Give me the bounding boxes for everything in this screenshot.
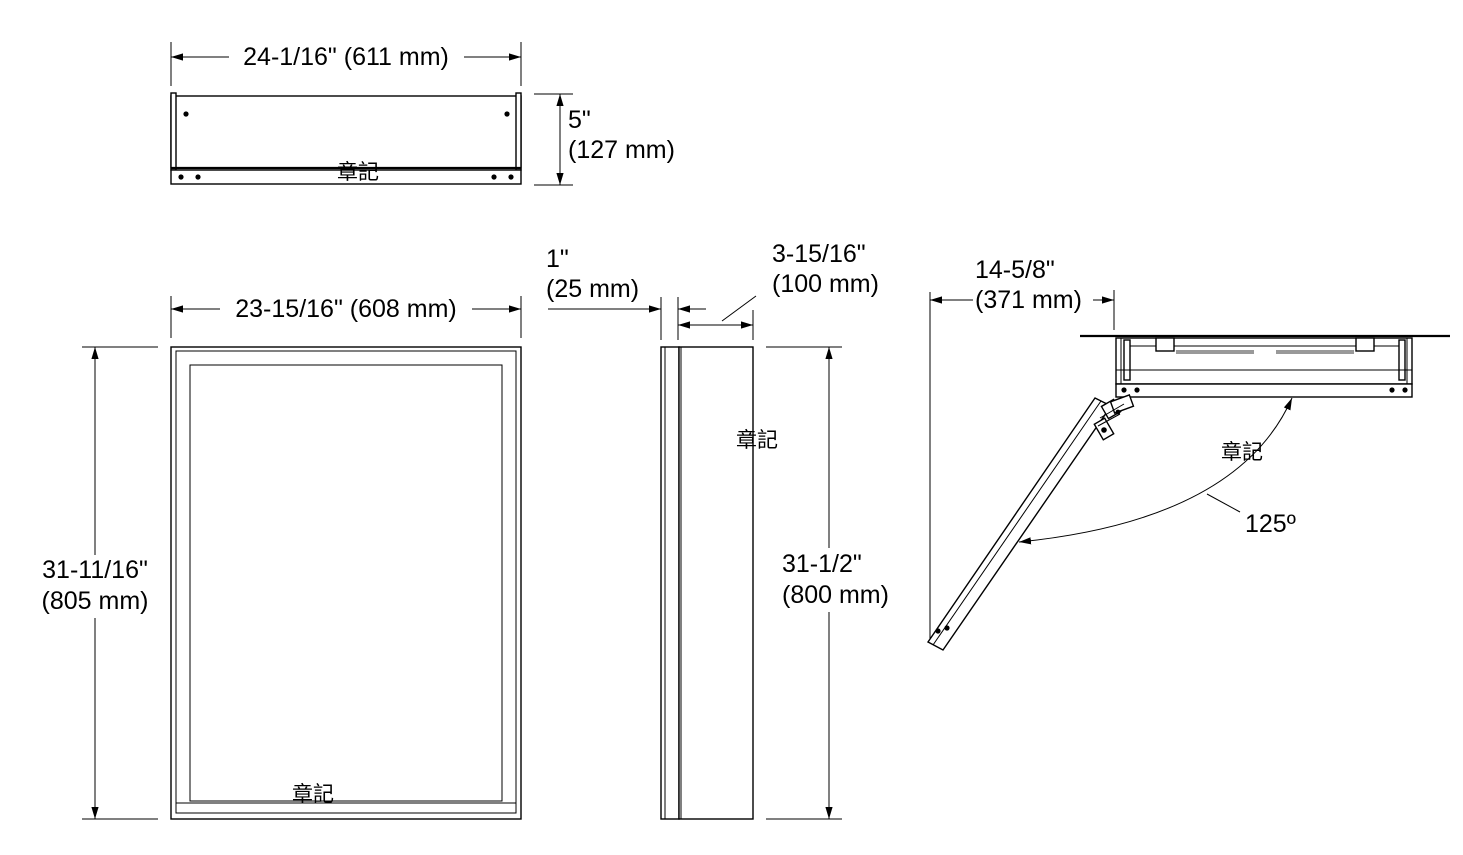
side-body-label-mm: (100 mm) — [772, 270, 879, 298]
screw — [935, 628, 941, 634]
front-height-label-in: 31-11/16" — [42, 556, 148, 584]
front-width-label: 23-15/16" (608 mm) — [235, 295, 456, 323]
front-view: 23-15/16" (608 mm) 章記 31-11/16" (805 mm) — [42, 295, 522, 820]
open-angle-arc — [1018, 397, 1293, 545]
front-height-label-mm: (805 mm) — [42, 587, 149, 615]
side-height-label-mm: (800 mm) — [782, 581, 889, 609]
screw — [504, 111, 510, 117]
side-height-label-in: 31-1/2" — [782, 550, 862, 578]
open-door-inner-edge — [932, 400, 1102, 646]
cabinet-bracket-right — [1398, 339, 1406, 381]
front-outer-frame — [170, 346, 522, 820]
open-swing-label-mm: (371 mm) — [975, 286, 1082, 314]
screw — [195, 174, 201, 180]
top-depth-label-in: 5" — [568, 106, 591, 134]
front-view-mark: 章記 — [292, 782, 334, 806]
screw — [491, 174, 497, 180]
top-width-label: 24-1/16" (611 mm) — [243, 43, 449, 71]
top-view-side-left — [170, 92, 177, 171]
side-view: 1" (25 mm) 3-15/16" (100 mm) 章記 31-1/2" … — [546, 240, 889, 820]
top-view-door — [170, 169, 522, 185]
top-view-side-right — [515, 92, 522, 171]
side-body-label-in: 3-15/16" — [772, 240, 866, 268]
screw — [183, 111, 189, 117]
side-view-mark: 章記 — [736, 428, 778, 452]
mirror-panel — [189, 364, 503, 802]
cabinet-rail-left — [1176, 350, 1254, 354]
open-view: 14-5/8" (371 mm) — [926, 256, 1450, 651]
top-view-box — [170, 95, 522, 169]
front-inner-frame — [175, 350, 517, 814]
open-angle-leader — [1206, 493, 1241, 513]
top-depth-label-mm: (127 mm) — [568, 136, 675, 164]
side-body-leader — [721, 295, 757, 322]
open-view-mark: 章記 — [1221, 440, 1263, 464]
top-view: 24-1/16" (611 mm) 章記 5" (127 mm) — [170, 42, 675, 186]
cabinet-clip-left — [1155, 337, 1175, 352]
top-view-mark: 章記 — [337, 160, 379, 184]
cabinet-rail-right — [1276, 350, 1354, 354]
open-angle-label: 125º — [1245, 510, 1296, 538]
screw — [178, 174, 184, 180]
side-door-label-in: 1" — [546, 245, 569, 273]
side-door-label-mm: (25 mm) — [546, 275, 639, 303]
screw — [1134, 387, 1140, 393]
cabinet-front-frame — [1115, 383, 1413, 398]
screw — [1389, 387, 1395, 393]
open-swing-label-in: 14-5/8" — [975, 256, 1055, 284]
side-door — [660, 346, 680, 820]
screw — [1402, 387, 1408, 393]
screw — [1121, 387, 1127, 393]
screw — [508, 174, 514, 180]
screw — [944, 625, 950, 631]
cabinet-clip-right — [1355, 337, 1375, 352]
side-body — [678, 346, 754, 820]
cabinet-bracket-left — [1123, 339, 1131, 381]
